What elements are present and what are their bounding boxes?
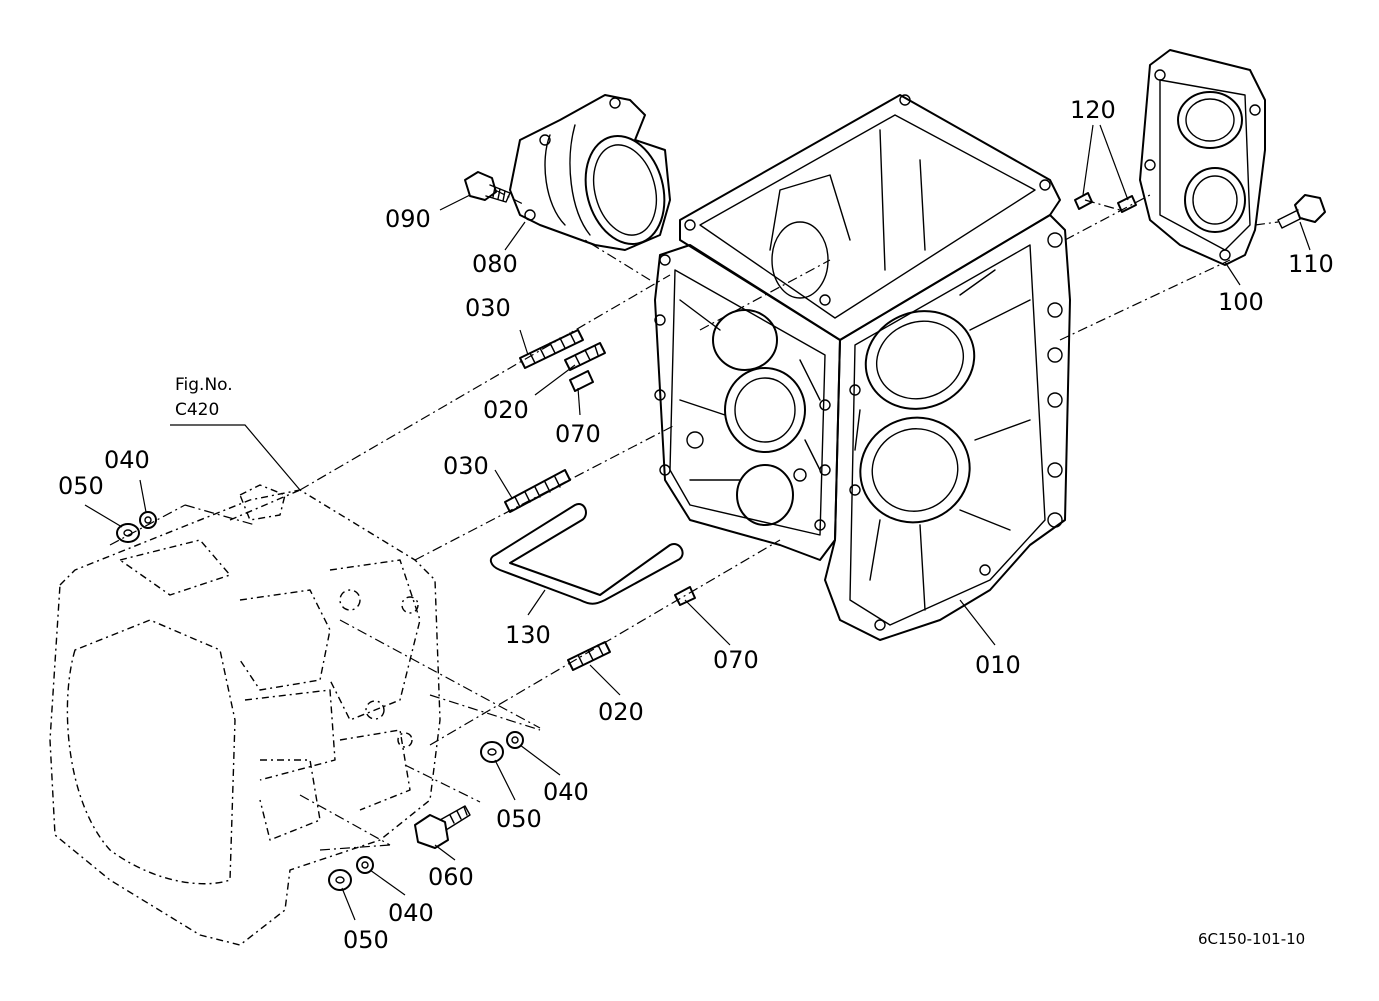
callout-050-a: 050 [58, 472, 104, 500]
callout-060: 060 [428, 863, 474, 891]
callout-040-a: 040 [104, 446, 150, 474]
part-040-washer-c [356, 856, 374, 874]
part-130-pipe [489, 503, 684, 605]
adjacent-housing-ghost [49, 484, 441, 946]
callout-030-lower: 030 [443, 452, 489, 480]
callout-040-b: 040 [543, 778, 589, 806]
callout-050-b: 050 [496, 805, 542, 833]
callout-labels: Fig.No. C420 090 080 120 110 100 030 020… [58, 96, 1334, 954]
callout-070-upper: 070 [555, 420, 601, 448]
part-030-stud-lower [504, 469, 571, 513]
part-100-rear-cover [1139, 49, 1266, 266]
part-020-stud-upper [564, 342, 606, 371]
part-090-bolt [464, 171, 511, 203]
figure-ref-line2: C420 [175, 400, 219, 420]
callout-090: 090 [385, 205, 431, 233]
callout-020-lower: 020 [598, 698, 644, 726]
callout-100: 100 [1218, 288, 1264, 316]
callout-050-c: 050 [343, 926, 389, 954]
part-050-nut-c [328, 869, 352, 891]
part-070-pin-lower [674, 586, 696, 606]
callout-020-upper: 020 [483, 396, 529, 424]
callout-010: 010 [975, 651, 1021, 679]
leader-lines [84, 124, 1311, 921]
part-030-stud-upper [519, 329, 584, 369]
callout-120: 120 [1070, 96, 1116, 124]
part-080-bearing-retainer [509, 94, 671, 251]
part-070-pin-upper [569, 370, 594, 392]
callout-030-upper: 030 [465, 294, 511, 322]
assembly-lines [109, 189, 1279, 851]
figure-ref-line1: Fig.No. [175, 375, 233, 395]
callout-130: 130 [505, 621, 551, 649]
part-110-bolt [1277, 194, 1326, 229]
callout-080: 080 [472, 250, 518, 278]
part-050-nut-a [116, 523, 140, 543]
part-020-stud-lower [567, 641, 611, 671]
part-040-washer-a [139, 511, 157, 529]
part-010-transmission-case [654, 94, 1071, 641]
callout-070-lower: 070 [713, 646, 759, 674]
drawing-number: 6C150-101-10 [1198, 930, 1305, 948]
part-060-plug-bolt [414, 805, 471, 849]
callout-110: 110 [1288, 250, 1334, 278]
part-050-nut-b [480, 741, 504, 763]
part-040-washer-b [506, 731, 524, 749]
callout-040-c: 040 [388, 899, 434, 927]
